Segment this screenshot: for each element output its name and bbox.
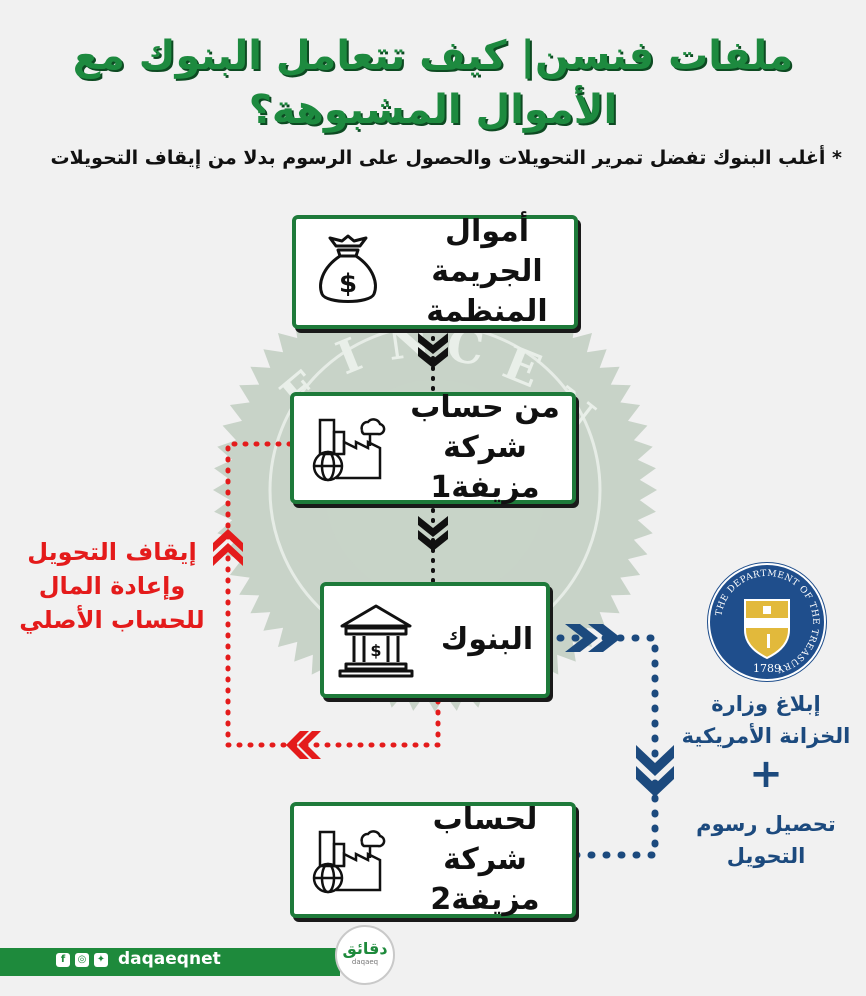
title-line-1: ملفات فنسن| كيف تتعامل البنوك مع [72, 33, 794, 79]
factory-globe-icon [312, 830, 386, 894]
svg-text:$: $ [339, 269, 357, 299]
treasury-seal-icon: THE DEPARTMENT OF THE TREASURY 1789 [707, 562, 827, 682]
stop-transfer-line-3: للحساب الأصلي [19, 606, 205, 634]
bank-box: البنوك $ [320, 582, 550, 698]
report-treasury-label: إبلاغ وزارة الخزانة الأمريكية [676, 688, 856, 752]
bank-label: البنوك [440, 622, 534, 657]
crime-money-line-1: أموال الجريمة [431, 214, 543, 289]
fake-company-2-line-1: لحساب [432, 802, 538, 837]
twitter-icon[interactable]: ✦ [94, 953, 108, 967]
collect-fees-line-2: التحويل [726, 844, 806, 868]
bank-building-icon: $ [338, 604, 414, 678]
red-left-chevrons [286, 731, 321, 759]
report-treasury-line-1: إبلاغ وزارة [711, 692, 821, 716]
title-line-2: الأموال المشبوهة؟ [248, 87, 618, 133]
stop-transfer-line-1: إيقاف التحويل [27, 538, 197, 566]
fake-company-1-line-1: من حساب [410, 390, 560, 425]
instagram-icon[interactable]: ◎ [75, 953, 89, 967]
crime-money-box: أموال الجريمة المنظمة $ [292, 214, 578, 329]
fake-company-1-line-2: شركة مزيفة1 [430, 430, 540, 505]
money-bag-icon: $ [319, 234, 377, 303]
collect-fees-label: تحصيل رسوم التحويل [676, 808, 856, 872]
blue-right-chevrons [565, 624, 621, 652]
logo-subtext: daqaeq [351, 958, 379, 966]
treasury-year: 1789 [753, 662, 781, 675]
factory-globe-icon [312, 418, 386, 482]
down-chevrons-1 [418, 333, 448, 368]
report-treasury-line-2: الخزانة الأمريكية [681, 724, 851, 748]
plus-sign: + [749, 751, 783, 797]
red-up-chevrons [213, 529, 243, 566]
fake-company-2-box: لحساب شركة مزيفة2 [290, 802, 576, 918]
crime-money-line-2: المنظمة [426, 294, 548, 329]
logo-text: دقائق [342, 939, 388, 958]
subtitle: * أغلب البنوك تفضل تمرير التحويلات والحص… [50, 147, 842, 169]
collect-fees-line-1: تحصيل رسوم [696, 812, 836, 836]
facebook-icon[interactable]: f [56, 953, 70, 967]
fake-company-2-line-2: شركة مزيفة2 [430, 842, 540, 917]
footer-handle[interactable]: daqaeqnet [118, 949, 221, 969]
daqaeq-logo: دقائق daqaeq [335, 925, 395, 985]
fake-company-1-box: من حساب شركة مزيفة1 [290, 390, 576, 505]
stop-transfer-label: إيقاف التحويل وإعادة المال للحساب الأصلي [12, 535, 212, 637]
svg-text:$: $ [370, 641, 381, 660]
blue-down-chevrons [636, 745, 674, 797]
down-chevrons-2 [418, 516, 448, 551]
stop-transfer-line-2: وإعادة المال [38, 572, 186, 600]
